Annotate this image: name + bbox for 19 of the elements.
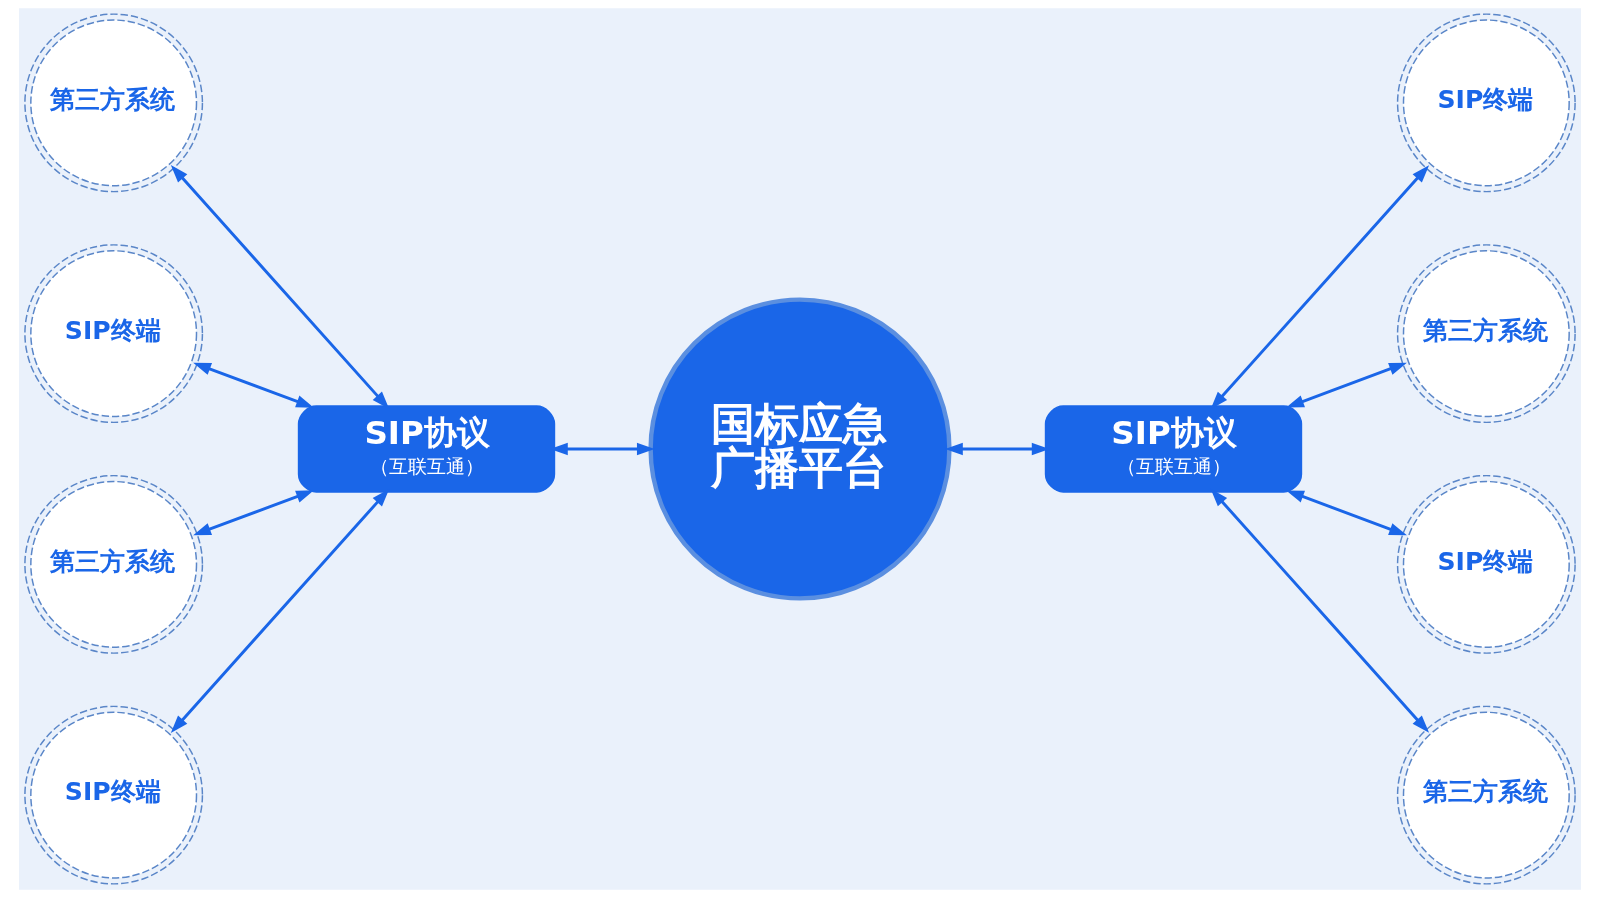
node-circle: SIP终端 — [24, 705, 204, 885]
node-box: SIP协议 （互联互通） — [297, 405, 556, 493]
node-circle: SIP终端 — [1396, 474, 1576, 654]
node-circle: 国标应急广播平台 — [648, 297, 952, 601]
node-circle: SIP终端 — [24, 244, 204, 424]
arrow — [170, 489, 390, 733]
node-circle: 第三方系统 — [1396, 705, 1576, 885]
node-circle: 第三方系统 — [24, 474, 204, 654]
arrow — [193, 362, 314, 408]
arrow — [1210, 165, 1430, 410]
node-circle: 第三方系统 — [1396, 244, 1576, 424]
arrow — [170, 165, 390, 409]
arrow — [1286, 362, 1407, 408]
node-box: SIP协议 （互联互通） — [1044, 405, 1303, 493]
node-circle: 第三方系统 — [24, 13, 204, 193]
arrow — [1286, 490, 1407, 536]
node-circle: SIP终端 — [1396, 13, 1576, 193]
arrow — [193, 490, 314, 536]
arrow — [1210, 488, 1430, 733]
